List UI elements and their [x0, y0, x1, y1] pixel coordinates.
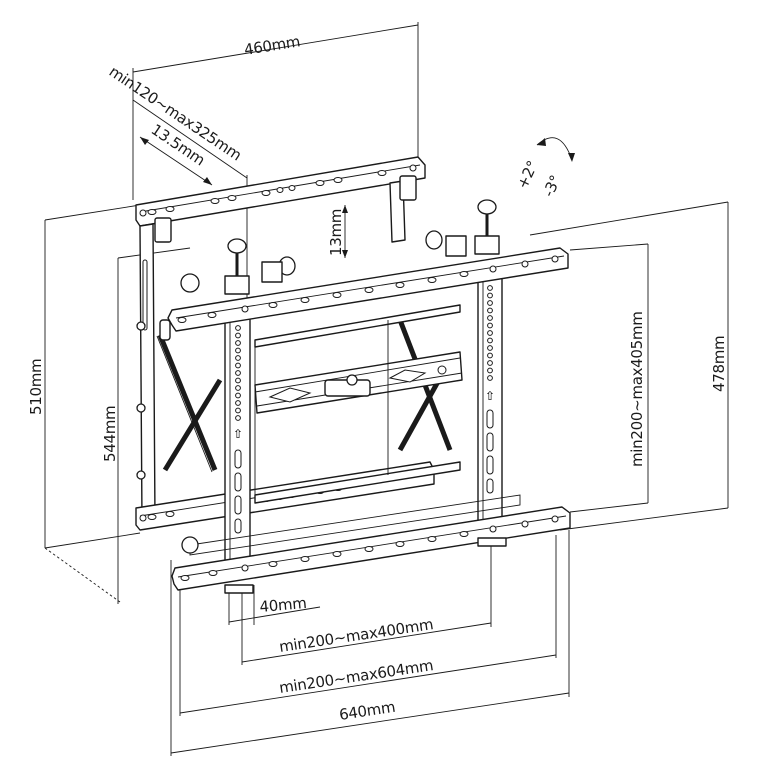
small-offset-label: 40mm	[259, 594, 308, 616]
svg-text:⇧: ⇧	[233, 427, 243, 441]
bracket-hole	[235, 385, 241, 391]
bracket-hole	[487, 345, 493, 351]
bracket-hole	[235, 377, 241, 384]
wall-plate	[135, 156, 435, 531]
bracket-hole	[487, 292, 493, 299]
tilt-plus-label: +2°	[513, 158, 541, 192]
horizontal-vesa-inner-label: min200~max400mm	[278, 615, 434, 656]
top-tv-rail	[167, 247, 569, 332]
bracket-hole	[487, 315, 493, 321]
right-tv-bracket: ⇧	[477, 270, 503, 523]
wall-plate-height-label: 510mm	[27, 359, 45, 415]
bottom-tv-rail	[171, 494, 571, 594]
adjustment-knobs	[180, 199, 500, 554]
bracket-hole	[235, 415, 241, 421]
top-width-label: 460mm	[243, 32, 301, 59]
knob-icon[interactable]	[224, 238, 250, 295]
knob-icon[interactable]	[474, 199, 500, 255]
bracket-hole	[235, 332, 241, 339]
dimension-lines	[44, 22, 729, 756]
bracket-gap-label: 13mm	[327, 209, 345, 256]
bracket-hole	[235, 362, 241, 369]
left-tv-bracket: ⇧	[224, 310, 251, 565]
bracket-hole	[235, 400, 241, 406]
bracket-hole	[487, 330, 493, 336]
bracket-hole	[487, 360, 493, 366]
arm-height-label: 544mm	[101, 406, 119, 462]
bracket-hole	[235, 340, 241, 346]
total-height-label: 478mm	[710, 336, 728, 392]
bracket-hole	[235, 325, 241, 331]
bracket-hole	[487, 367, 493, 374]
svg-text:⇧: ⇧	[485, 389, 495, 403]
bracket-hole	[487, 337, 493, 344]
bracket-hole	[235, 370, 241, 376]
bracket-hole	[487, 352, 493, 359]
bracket-hole	[235, 355, 241, 361]
bracket-hole	[487, 307, 493, 314]
bracket-hole	[487, 322, 493, 329]
tilt-minus-label: -3°	[539, 173, 564, 200]
center-crossbar	[254, 304, 463, 504]
bracket-hole	[235, 347, 241, 354]
bracket-hole	[487, 375, 493, 381]
horizontal-vesa-outer-label: min200~max604mm	[278, 656, 434, 697]
bracket-hole	[487, 300, 493, 306]
bracket-hole	[235, 392, 241, 399]
bracket-hole	[487, 285, 493, 291]
bracket-hole	[235, 407, 241, 414]
vertical-vesa-label: min200~max405mm	[628, 311, 646, 467]
